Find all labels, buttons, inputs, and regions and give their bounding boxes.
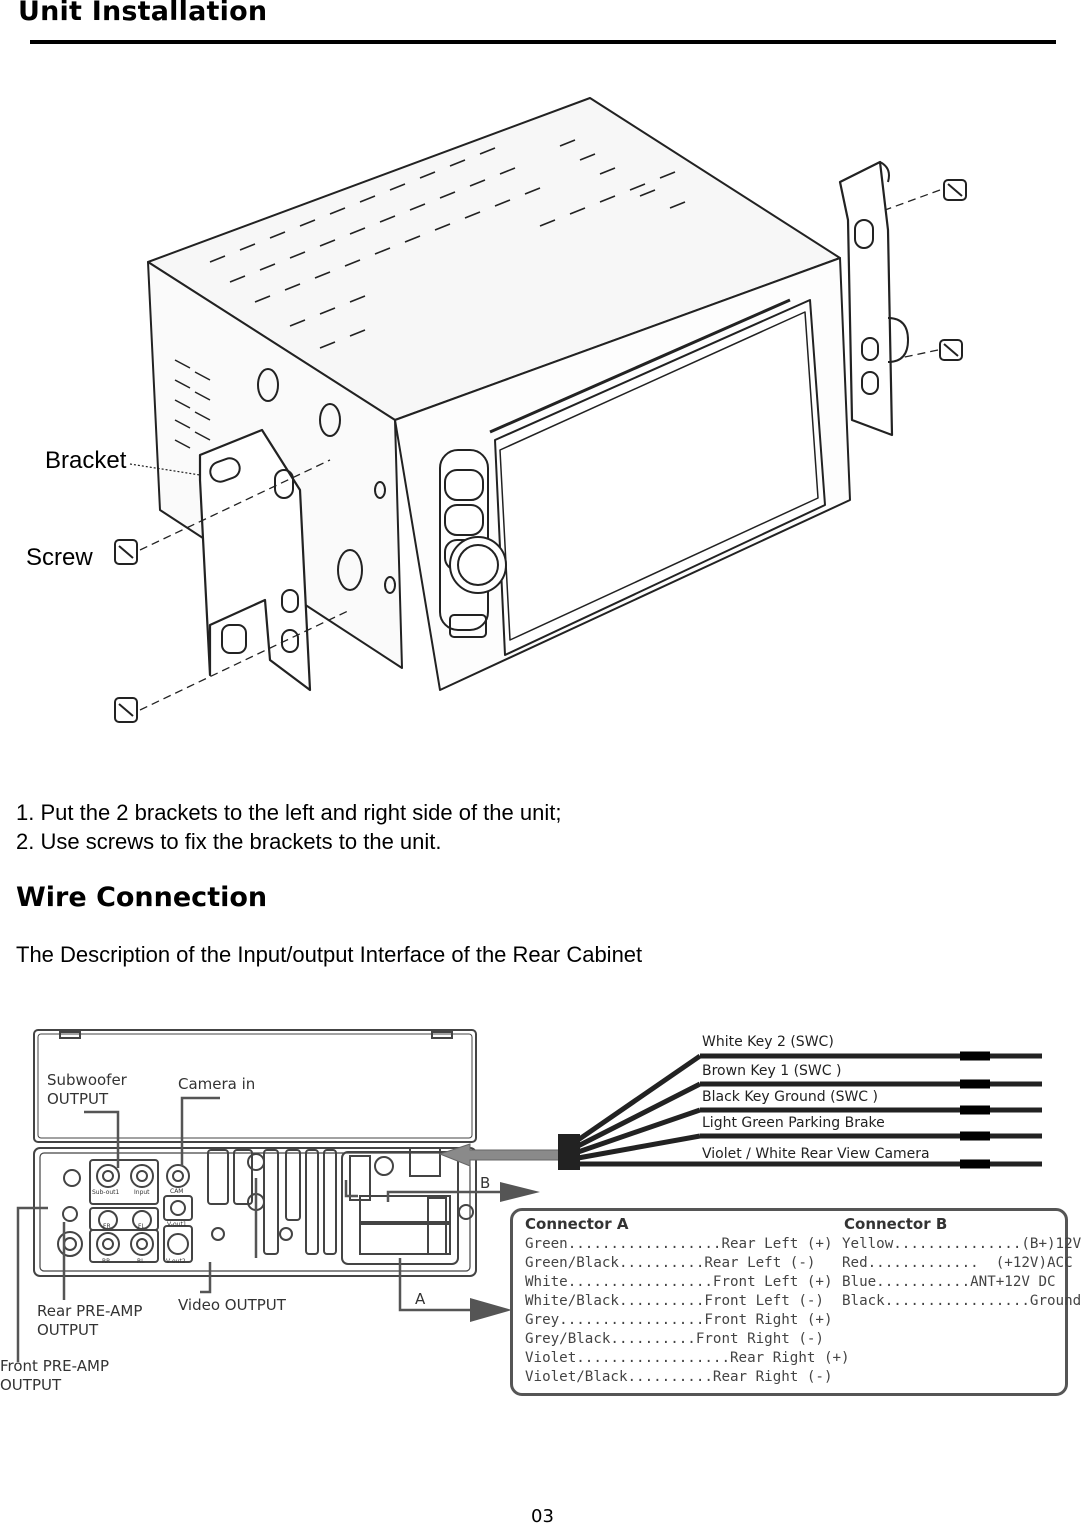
harness-plug bbox=[558, 1134, 580, 1170]
jack-cam: CAM bbox=[170, 1188, 183, 1195]
rear-preamp-label-2: OUTPUT bbox=[37, 1321, 99, 1339]
connector-a-row: Grey/Black..........Front Right (-) bbox=[525, 1331, 824, 1347]
screw-top-right bbox=[943, 179, 967, 201]
wire-brown-key-1: Brown Key 1 (SWC ) bbox=[702, 1063, 842, 1079]
jack-fl: FL bbox=[138, 1223, 145, 1230]
installation-steps: 1. Put the 2 brackets to the left and ri… bbox=[16, 798, 561, 856]
connector-a-row: Green/Black..........Rear Left (-) bbox=[525, 1255, 816, 1271]
step-1: 1. Put the 2 brackets to the left and ri… bbox=[16, 800, 562, 825]
wire-light-green: Light Green Parking Brake bbox=[702, 1115, 885, 1131]
plug-b-label: B bbox=[480, 1174, 491, 1192]
screw-left bbox=[114, 539, 138, 565]
connector-table bbox=[510, 1208, 1068, 1396]
jack-vout2: V-out2 bbox=[166, 1258, 186, 1265]
unit-rear-panel bbox=[33, 1147, 477, 1277]
connector-b-row: Blue...........ANT+12V DC bbox=[842, 1274, 1056, 1290]
screw-bottom bbox=[114, 697, 138, 723]
page-title: Unit Installation bbox=[18, 0, 268, 27]
left-bracket bbox=[198, 428, 312, 692]
plug-a-label: A bbox=[415, 1290, 426, 1308]
front-preamp-label-1: Front PRE-AMP bbox=[0, 1357, 109, 1375]
rear-preamp-label-1: Rear PRE-AMP bbox=[37, 1302, 143, 1320]
jack-rl: RL bbox=[137, 1258, 145, 1265]
connector-a-row: White/Black..........Front Left (-) bbox=[525, 1293, 824, 1309]
video-output-label: Video OUTPUT bbox=[178, 1296, 286, 1314]
connector-b-title: Connector B bbox=[844, 1215, 948, 1233]
connector-a-title: Connector A bbox=[525, 1215, 629, 1233]
jack-vout1: V-out1 bbox=[167, 1221, 187, 1228]
installation-diagram bbox=[114, 97, 967, 723]
connector-a-row: Violet..................Rear Right (+) bbox=[525, 1350, 850, 1366]
screen bbox=[494, 299, 826, 656]
unit-top-panel bbox=[33, 1029, 477, 1143]
bracket-label: Bracket bbox=[45, 447, 127, 474]
subwoofer-label-2: OUTPUT bbox=[47, 1090, 109, 1108]
section-intro: The Description of the Input/output Inte… bbox=[16, 942, 643, 967]
connector-b-row: Black.................Ground bbox=[842, 1293, 1081, 1309]
page-number: 03 bbox=[531, 1506, 554, 1527]
front-preamp-label-2: OUTPUT bbox=[0, 1376, 62, 1394]
connector-a-row: Grey.................Front Right (+) bbox=[525, 1312, 833, 1328]
connector-b-row: Red............. (+12V)ACC bbox=[842, 1255, 1073, 1271]
wiring-diagram: Sub-out1 Input CAM FR FL V-out1 RR RL V-… bbox=[16, 1029, 1042, 1362]
wire-violet-white: Violet / White Rear View Camera bbox=[702, 1146, 930, 1162]
connector-a-row: Green..................Rear Left (+) bbox=[525, 1236, 833, 1252]
screw-mid-right bbox=[939, 339, 963, 361]
wire-black-key-ground: Black Key Ground (SWC ) bbox=[702, 1089, 878, 1105]
title-rule bbox=[30, 40, 1056, 44]
jack-input: Input bbox=[134, 1189, 150, 1196]
camera-in-label: Camera in bbox=[178, 1075, 256, 1093]
jack-rr: RR bbox=[102, 1258, 110, 1265]
jack-fr: FR bbox=[103, 1223, 111, 1230]
connector-a-row: Violet/Black..........Rear Right (-) bbox=[525, 1369, 833, 1385]
step-2: 2. Use screws to fix the brackets to the… bbox=[16, 829, 442, 854]
connector-b-row: Yellow...............(B+)12V bbox=[842, 1236, 1081, 1252]
subwoofer-label-1: Subwoofer bbox=[47, 1071, 127, 1089]
section-title: Wire Connection bbox=[16, 882, 268, 913]
connector-a-row: White.................Front Left (+) bbox=[525, 1274, 833, 1290]
jack-sub-out1: Sub-out1 bbox=[92, 1189, 120, 1196]
wire-white-key-2: White Key 2 (SWC) bbox=[702, 1034, 834, 1050]
screw-label: Screw bbox=[26, 544, 93, 571]
